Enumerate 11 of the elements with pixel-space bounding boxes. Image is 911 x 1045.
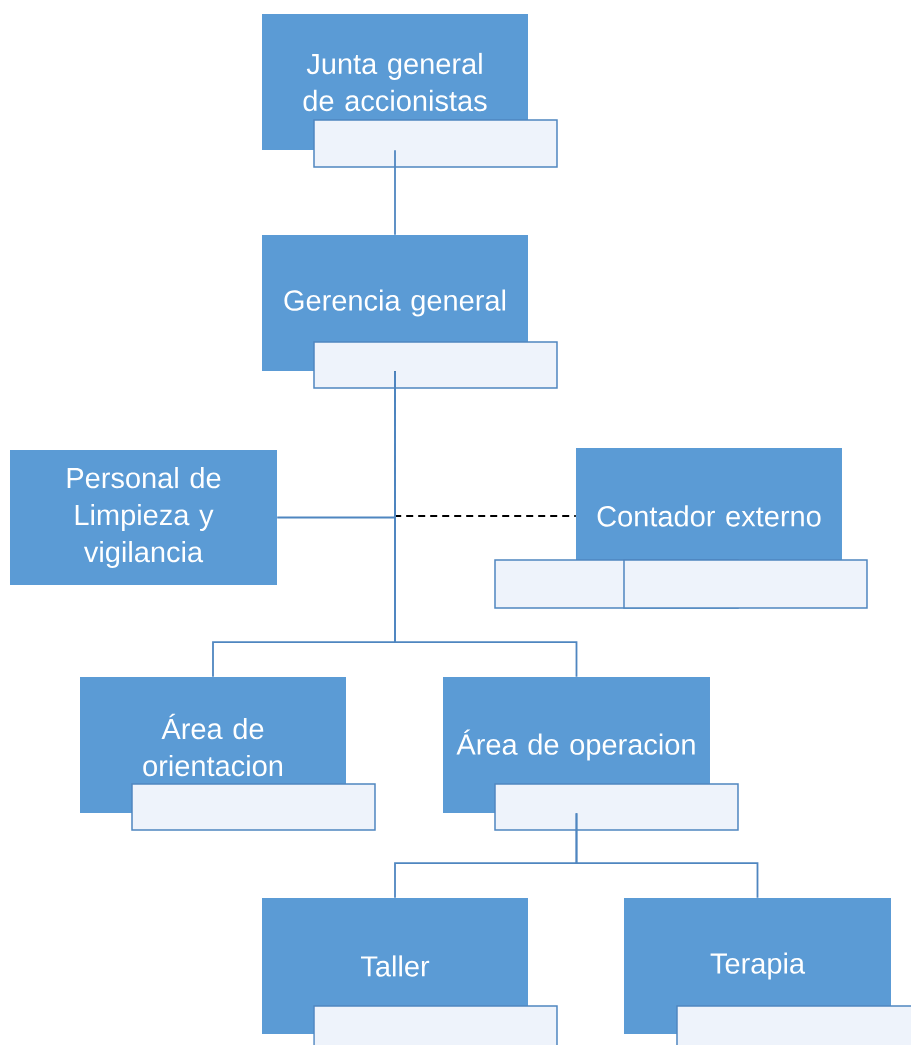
org-box: Taller [262,898,558,1045]
org-box: Área de orientacion [80,677,376,831]
connector-line [394,149,396,236]
connector-line [575,812,759,899]
org-box: Gerencia general [262,235,558,389]
connector-line [394,370,578,678]
org-box: Área de operacion [443,677,739,831]
org-box: Terapia [624,898,911,1045]
org-box: Personal de Limpieza y vigilancia [10,450,277,585]
org-box: Contador externo [494,448,868,609]
org-box: Junta general de accionistas [262,14,558,168]
